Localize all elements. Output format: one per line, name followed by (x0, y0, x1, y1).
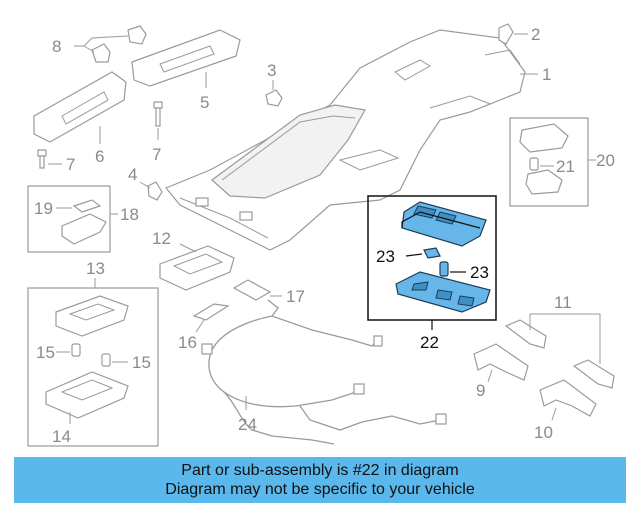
callout-19: 19 (34, 199, 53, 218)
leader-11 (529, 313, 601, 364)
callout-18: 18 (120, 205, 139, 224)
bulb-15a-part (71, 343, 81, 357)
holder-8a-part (91, 43, 111, 63)
grab-handle-9-part (473, 343, 529, 381)
callout-24: 24 (238, 415, 257, 434)
screw-7b-part (153, 101, 163, 127)
leader-9 (487, 369, 493, 383)
callout-13: 13 (86, 259, 105, 278)
callout-21: 21 (556, 157, 575, 176)
callout-23b: 23 (470, 263, 489, 282)
callout-17: 17 (286, 287, 305, 306)
clip-part (498, 23, 514, 45)
leader-16 (195, 319, 205, 333)
bulb-15b-part (101, 353, 111, 367)
group-20-box (509, 117, 589, 207)
callout-8: 8 (52, 37, 61, 56)
callout-2: 2 (531, 25, 540, 44)
bracket-11a-part (504, 319, 547, 349)
trim-16-part (192, 303, 230, 321)
leader-8 (74, 35, 129, 53)
callout-23a: 23 (376, 247, 395, 266)
callout-6: 6 (95, 147, 104, 166)
lamp-17-part (232, 279, 272, 301)
info-banner: Part or sub-assembly is #22 in diagram D… (14, 457, 626, 503)
banner-line-1: Part or sub-assembly is #22 in diagram (181, 462, 459, 479)
leader-12 (179, 243, 197, 253)
lamp-12-part (159, 245, 235, 291)
banner-line-2: Diagram may not be specific to your vehi… (165, 481, 475, 498)
grab-handle-10-part (539, 379, 597, 417)
sun-visor-5-part (131, 29, 241, 87)
lamp-cover-14-part (45, 371, 129, 419)
callout-22: 22 (420, 333, 439, 352)
callout-20: 20 (596, 151, 615, 170)
callout-3: 3 (267, 61, 276, 80)
bulb-23b-part (439, 261, 449, 277)
lamp-18-part (61, 213, 107, 245)
callout-11: 11 (554, 293, 572, 312)
bulb-21-part (529, 157, 539, 171)
callout-15a: 15 (36, 343, 55, 362)
callout-1: 1 (542, 65, 551, 84)
group-13-box (27, 287, 159, 447)
callout-5: 5 (200, 93, 209, 112)
headliner-part (165, 29, 526, 251)
group-18-box (27, 185, 111, 253)
callout-4: 4 (128, 165, 137, 184)
leader-4 (139, 181, 151, 189)
callout-9: 9 (476, 381, 485, 400)
bracket-11b-part (572, 359, 615, 389)
holder-8b-part (127, 25, 147, 45)
console-upper-part (401, 201, 487, 247)
console-lower-part (395, 271, 491, 313)
lamp-housing-part (55, 295, 129, 337)
callout-7b: 7 (152, 145, 161, 164)
wiring-harness-part (201, 299, 447, 445)
callout-16: 16 (178, 333, 197, 352)
leader-10 (551, 407, 557, 421)
parts-diagram: 1 2 3 4 5 6 7 7 (27, 23, 615, 447)
leader-23a (405, 253, 423, 257)
callout-15b: 15 (132, 353, 151, 372)
sun-visor-6-part (33, 71, 127, 143)
callout-10: 10 (534, 423, 553, 442)
bracket-part (265, 89, 283, 107)
switch-20-part (519, 123, 569, 195)
callout-12: 12 (152, 229, 171, 248)
callout-7a: 7 (66, 155, 75, 174)
bulb-23a-part (423, 247, 441, 259)
callout-14: 14 (52, 427, 71, 446)
lens-19-part (72, 199, 102, 213)
screw-7a-part (37, 149, 47, 169)
clip-4-part (147, 181, 163, 201)
